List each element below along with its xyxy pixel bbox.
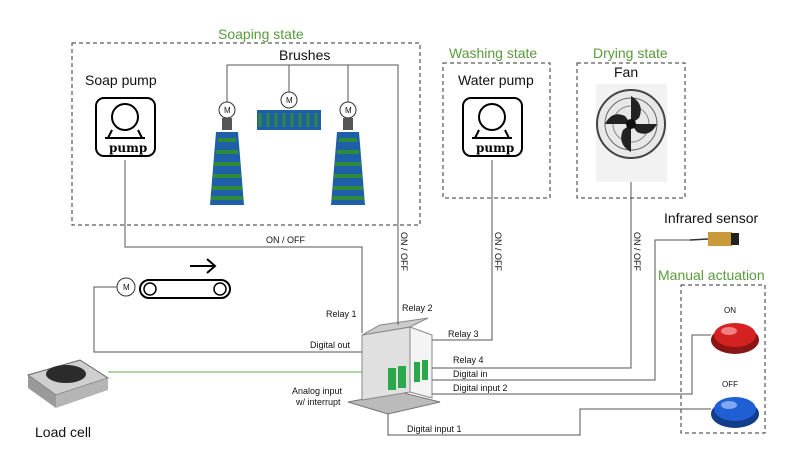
water-pump-icon: pump: [462, 97, 523, 157]
fan-label: Fan: [614, 64, 638, 80]
relay4-label: Relay 4: [453, 355, 484, 365]
analog-input-label: Analog input: [292, 386, 343, 396]
infrared-sensor-label: Infrared sensor: [664, 210, 758, 226]
digital-input2-label: Digital input 2: [453, 383, 508, 393]
off-button[interactable]: [711, 397, 759, 428]
on-button-label: ON: [724, 306, 736, 315]
brushes-label: Brushes: [279, 47, 330, 63]
conveyor-belt-icon: M: [116, 258, 231, 299]
wire-soap-pump-relay1: [124, 160, 363, 333]
svg-text:M: M: [286, 96, 293, 105]
relay1-label: Relay 1: [326, 309, 357, 319]
infrared-sensor-icon: [689, 232, 739, 246]
fan-icon: [596, 84, 667, 182]
drying-state-title: Drying state: [593, 45, 668, 61]
wire-on-button-digital-input2: [432, 334, 711, 395]
wire-conveyor-digital-out: [93, 286, 362, 353]
soap-pump-label: Soap pump: [85, 72, 157, 88]
water-pump-word: pump: [476, 141, 514, 155]
soap-pump-word: pump: [109, 141, 147, 155]
brushes-assembly: M M M: [210, 64, 365, 205]
digital-out-label: Digital out: [310, 340, 351, 350]
off-button-label: OFF: [722, 380, 738, 389]
load-cell-icon: [26, 359, 110, 408]
digital-in-label: Digital in: [453, 369, 488, 379]
on-off-label-brushes: ON / OFF: [399, 232, 409, 271]
svg-text:M: M: [345, 106, 352, 115]
svg-text:M: M: [224, 106, 231, 115]
wire-off-button-digital-input1: [387, 408, 711, 436]
relay2-label: Relay 2: [402, 303, 433, 313]
on-off-label-soap: ON / OFF: [266, 235, 305, 245]
soaping-state-box: [71, 42, 421, 226]
water-pump-label: Water pump: [458, 72, 534, 88]
plc-controller-icon: [347, 317, 441, 415]
wire-water-pump-relay3: [432, 160, 493, 341]
manual-actuation-box: [680, 284, 766, 434]
washing-state-box: [442, 62, 551, 199]
on-off-label-water: ON / OFF: [493, 232, 503, 271]
on-off-label-fan: ON / OFF: [632, 232, 642, 271]
wire-brushes-relay2: [348, 64, 399, 325]
on-button[interactable]: [711, 323, 759, 354]
load-cell-label: Load cell: [35, 424, 91, 440]
wire-fan-relay4: [432, 182, 632, 369]
relay3-label: Relay 3: [448, 329, 479, 339]
digital-input1-label: Digital input 1: [407, 424, 462, 434]
right-brush-icon: M: [331, 101, 365, 205]
soap-pump-icon: pump: [95, 97, 156, 157]
soaping-state-title: Soaping state: [218, 26, 304, 42]
svg-text:M: M: [123, 283, 130, 292]
washing-state-title: Washing state: [449, 45, 537, 61]
left-brush-icon: M: [210, 101, 244, 205]
top-brush-icon: M: [257, 91, 321, 130]
manual-actuation-title: Manual actuation: [658, 267, 765, 283]
analog-interrupt-label: w/ interrupt: [295, 397, 341, 407]
wire-infrared-digital-in: [432, 239, 690, 381]
